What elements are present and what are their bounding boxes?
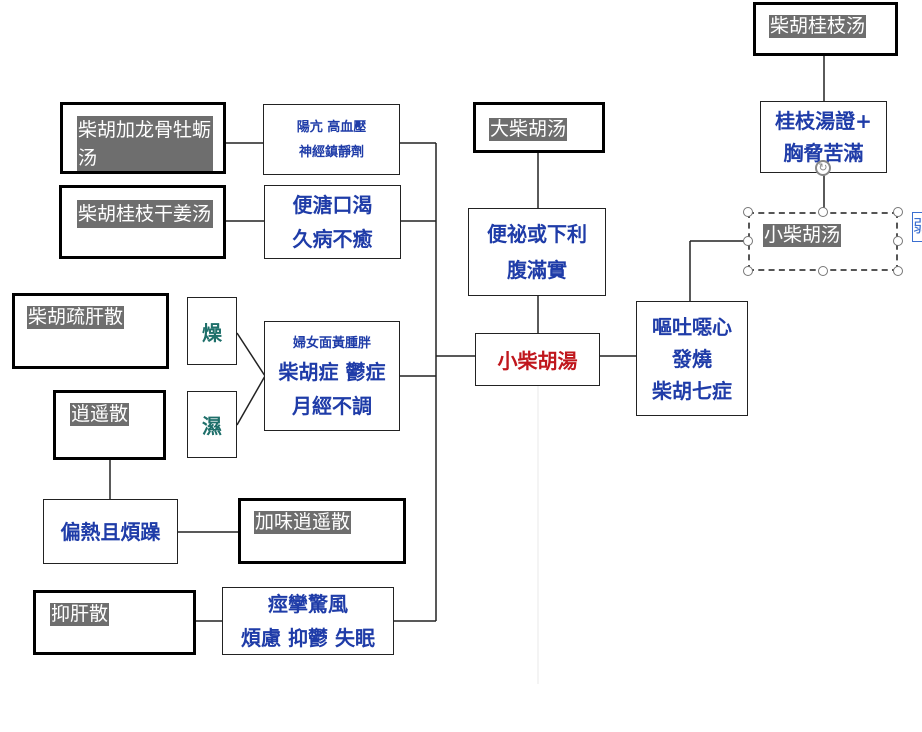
- shugan-san-box[interactable]: 柴胡疏肝散: [12, 293, 169, 369]
- longgu-muli-box[interactable]: 柴胡加龙骨牡蛎汤: [60, 102, 226, 174]
- hypertension-line-2: 神經鎮靜劑: [298, 144, 364, 160]
- resize-handle-bm[interactable]: [818, 266, 828, 276]
- yigan-san-box[interactable]: 抑肝散: [33, 590, 196, 655]
- guizhi-line-1: 桂枝湯證+: [775, 109, 872, 133]
- rotate-handle-icon[interactable]: ↻: [815, 160, 831, 176]
- shugan-san-label: 柴胡疏肝散: [27, 306, 125, 329]
- resize-handle-tm[interactable]: [818, 207, 828, 217]
- guizhi-ganjiang-box[interactable]: 柴胡桂枝干姜汤: [59, 185, 226, 259]
- women-line-3: 月經不調: [292, 393, 372, 418]
- guizhi-ganjiang-label: 柴胡桂枝干姜汤: [77, 200, 213, 228]
- selected-shape-xiaochaihu[interactable]: 小柴胡汤: [748, 212, 898, 271]
- constipation-line-2: 腹滿實: [507, 258, 567, 282]
- spasm-box[interactable]: 痙攣驚風 煩慮 抑鬱 失眠: [222, 587, 394, 655]
- resize-handle-ml[interactable]: [743, 236, 753, 246]
- xiaoyao-san-label: 逍遥散: [70, 403, 130, 426]
- chaihu-guizhi-tang-label: 柴胡桂枝汤: [769, 15, 867, 38]
- jiawei-xiaoyao-label: 加味逍遥散: [254, 511, 352, 534]
- damp-label: 濕: [202, 414, 222, 438]
- xiaochaihu-center-label: 小柴胡湯: [497, 349, 578, 373]
- vomit-line-1: 嘔吐噁心: [652, 314, 732, 339]
- clipped-char: 弱: [913, 217, 922, 237]
- constipation-line-1: 便祕或下利: [487, 222, 587, 246]
- loose-stool-line-2: 久病不癒: [292, 227, 373, 251]
- women-box[interactable]: 婦女面黃腫胖 柴胡症 鬱症 月經不調: [264, 321, 400, 431]
- vomit-fever-box[interactable]: 嘔吐噁心 發燒 柴胡七症: [636, 301, 748, 416]
- guizhi-line-2: 胸脅苦滿: [783, 141, 864, 165]
- spasm-line-1: 痙攣驚風: [268, 592, 348, 616]
- vomit-line-2: 發燒: [672, 346, 712, 371]
- yigan-san-label: 抑肝散: [50, 603, 110, 626]
- constipation-box[interactable]: 便祕或下利 腹滿實: [468, 208, 606, 296]
- spasm-line-2: 煩慮 抑鬱 失眠: [241, 626, 375, 650]
- heat-irritable-box[interactable]: 偏熱且煩躁: [43, 499, 178, 564]
- hypertension-line-1: 陽亢 高血壓: [296, 119, 367, 135]
- xiaochaihu-center-box[interactable]: 小柴胡湯: [475, 333, 600, 386]
- damp-box[interactable]: 濕: [187, 391, 237, 458]
- xiaochaihu-sel-label: 小柴胡汤: [763, 224, 842, 247]
- longgu-muli-label: 柴胡加龙骨牡蛎汤: [77, 116, 213, 171]
- jiawei-xiaoyao-box[interactable]: 加味逍遥散: [238, 498, 406, 564]
- vomit-line-3: 柴胡七症: [652, 378, 732, 403]
- heat-irritable-label: 偏熱且煩躁: [60, 519, 161, 544]
- women-line-1: 婦女面黃腫胖: [292, 335, 371, 351]
- resize-handle-bl[interactable]: [743, 266, 753, 276]
- resize-handle-tl[interactable]: [743, 207, 753, 217]
- hypertension-box[interactable]: 陽亢 高血壓 神經鎮靜劑: [263, 104, 400, 175]
- resize-handle-mr[interactable]: [893, 236, 903, 246]
- chaihu-guizhi-tang-box[interactable]: 柴胡桂枝汤: [753, 2, 898, 56]
- resize-handle-br[interactable]: [893, 266, 903, 276]
- resize-handle-tr[interactable]: [893, 207, 903, 217]
- women-line-2: 柴胡症 鬱症: [278, 359, 386, 384]
- dry-label: 燥: [202, 320, 222, 345]
- dry-box[interactable]: 燥: [187, 297, 237, 365]
- clipped-shape-edge[interactable]: 弱: [912, 212, 922, 242]
- dachaihu-label: 大柴胡汤: [489, 118, 568, 141]
- loose-stool-box[interactable]: 便溏口渴 久病不癒: [264, 185, 401, 259]
- loose-stool-line-1: 便溏口渴: [292, 193, 373, 217]
- xiaoyao-san-box[interactable]: 逍遥散: [53, 390, 166, 460]
- dachaihu-box[interactable]: 大柴胡汤: [473, 102, 605, 153]
